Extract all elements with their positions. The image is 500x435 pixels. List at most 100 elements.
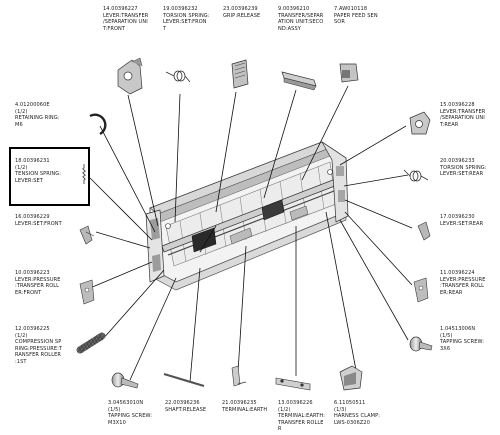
label-line: TORSION SPRING: bbox=[440, 164, 487, 171]
label-line: LEVER:SET:REAR bbox=[440, 171, 484, 178]
label-line: 6.11050511 bbox=[334, 400, 366, 406]
label-line: 21.00396235 bbox=[222, 400, 257, 406]
part-22-shaft-icon bbox=[163, 372, 205, 388]
label-part-13[interactable]: 13.00396226(1/2)TERMINAL:EARTH:TRANSFER … bbox=[278, 400, 325, 433]
label-line: RETAINING RING: bbox=[15, 115, 60, 122]
label-part-1[interactable]: 1.04513006N(1/5)TAPPING SCREW:3X6 bbox=[440, 326, 484, 352]
transfer-separation-unit-drawing bbox=[145, 141, 349, 291]
label-line: 4.01200060E bbox=[15, 102, 50, 108]
label-line: SOR bbox=[334, 19, 345, 26]
part-12-spring-icon bbox=[76, 332, 106, 354]
label-line: 12.00396225 bbox=[15, 326, 50, 332]
label-line: 7.AW010118 bbox=[334, 6, 368, 12]
label-line: /SEPARATION UNI bbox=[440, 115, 485, 122]
label-line: ER:REAR bbox=[440, 289, 463, 296]
label-line: M3X10 bbox=[108, 419, 126, 426]
label-line: LEVER:PRESSURE bbox=[440, 276, 486, 283]
part-16-lever-icon bbox=[79, 225, 95, 245]
label-line: 15.00396228 bbox=[440, 102, 475, 108]
label-line: LEVER:SET:REAR bbox=[440, 220, 484, 227]
label-line: (1/2) bbox=[278, 406, 291, 413]
label-line: T:REAR bbox=[440, 121, 459, 128]
part-1-screw-icon bbox=[409, 336, 433, 352]
part-21-terminal-icon bbox=[231, 365, 247, 387]
part-11-lever-icon bbox=[413, 277, 429, 303]
label-line: ER:FRONT bbox=[15, 289, 42, 296]
label-part-6[interactable]: 6.11050511(1/3)HARNESS CLAMP:LWS-0306Z20 bbox=[334, 400, 380, 426]
label-part-18[interactable]: 18.00396231(1/2)TENSION SPRING:LEVER:SET bbox=[15, 158, 61, 184]
highlight-box-part-18 bbox=[9, 147, 90, 206]
label-line: (1/5) bbox=[108, 406, 121, 413]
label-line: TAPPING SCREW: bbox=[440, 339, 485, 346]
label-line: :1ST bbox=[15, 358, 27, 365]
label-part-3[interactable]: 3.04563010N(1/5)TAPPING SCREW:M3X10 bbox=[108, 400, 152, 426]
part-14-lever-icon bbox=[117, 57, 143, 95]
part-17-lever-icon bbox=[417, 221, 431, 241]
label-line: LEVER:SET:FRONT bbox=[15, 220, 62, 227]
label-line: 3X6 bbox=[440, 345, 451, 352]
part-9-unit-icon bbox=[281, 71, 317, 91]
part-18-spring-icon bbox=[82, 164, 86, 184]
label-line: TRANSFER ROLLE bbox=[278, 419, 324, 426]
label-line: TERMINAL:EARTH bbox=[222, 406, 268, 413]
part-10-lever-icon bbox=[79, 279, 95, 305]
label-line: TAPPING SCREW: bbox=[108, 413, 153, 420]
label-line: :TRANSFER ROLL bbox=[440, 283, 485, 290]
label-line: LEVER:SET:FRON bbox=[163, 19, 207, 26]
label-line: 3.04563010N bbox=[108, 400, 144, 406]
label-line: LWS-0306Z20 bbox=[334, 419, 371, 426]
label-line: ATION UNIT:SECO bbox=[278, 19, 324, 26]
label-line: 9.00396210 bbox=[278, 6, 310, 12]
label-line: 23.00396239 bbox=[223, 6, 258, 12]
label-line: RANSFER ROLLER bbox=[15, 352, 61, 359]
part-15-lever-icon bbox=[409, 111, 431, 135]
label-line: 11.00396224 bbox=[440, 270, 475, 276]
label-line: SHAFT:RELEASE bbox=[165, 406, 207, 413]
part-6-clamp-icon bbox=[339, 365, 363, 391]
label-part-4[interactable]: 4.01200060E(1/2)RETAINING RING:M6 bbox=[15, 102, 60, 128]
label-line: RING:PRESSURE:T bbox=[15, 345, 63, 352]
label-line: 22.00396236 bbox=[165, 400, 200, 406]
label-line: LEVER:TRANSFER bbox=[103, 12, 149, 19]
label-line: (1/5) bbox=[440, 332, 453, 339]
label-line: T bbox=[163, 25, 167, 32]
part-23-grip-icon bbox=[231, 59, 249, 89]
label-line: (1/3) bbox=[334, 406, 347, 413]
label-line: /SEPARATION UNI bbox=[103, 19, 148, 26]
label-line: (1/2) bbox=[15, 108, 28, 115]
part-4-ring-icon bbox=[89, 113, 107, 136]
part-19-spring-icon bbox=[165, 70, 191, 83]
part-7-sensor-icon bbox=[339, 63, 359, 83]
label-line: 18.00396231 bbox=[15, 158, 50, 164]
part-3-screw-icon bbox=[111, 372, 139, 389]
label-line: LEVER:TRANSFER bbox=[440, 108, 486, 115]
label-line: 14.00396227 bbox=[103, 6, 138, 12]
label-line: TENSION SPRING: bbox=[15, 171, 62, 178]
label-line: 17.00396230 bbox=[440, 214, 475, 220]
part-20-spring-icon bbox=[403, 169, 429, 182]
label-line: COMPRESSION SP bbox=[15, 339, 62, 346]
label-line: TRANSFER/SEPAR bbox=[278, 12, 324, 19]
leader-lines bbox=[89, 85, 413, 383]
label-line: TORSION SPRING: bbox=[163, 12, 210, 19]
label-line: ND:ASSY bbox=[278, 25, 301, 32]
part-13-terminal-icon bbox=[275, 377, 311, 391]
label-line: 20.00396233 bbox=[440, 158, 475, 164]
label-line: (1/2) bbox=[15, 332, 28, 339]
label-line: LEVER:SET bbox=[15, 177, 43, 184]
